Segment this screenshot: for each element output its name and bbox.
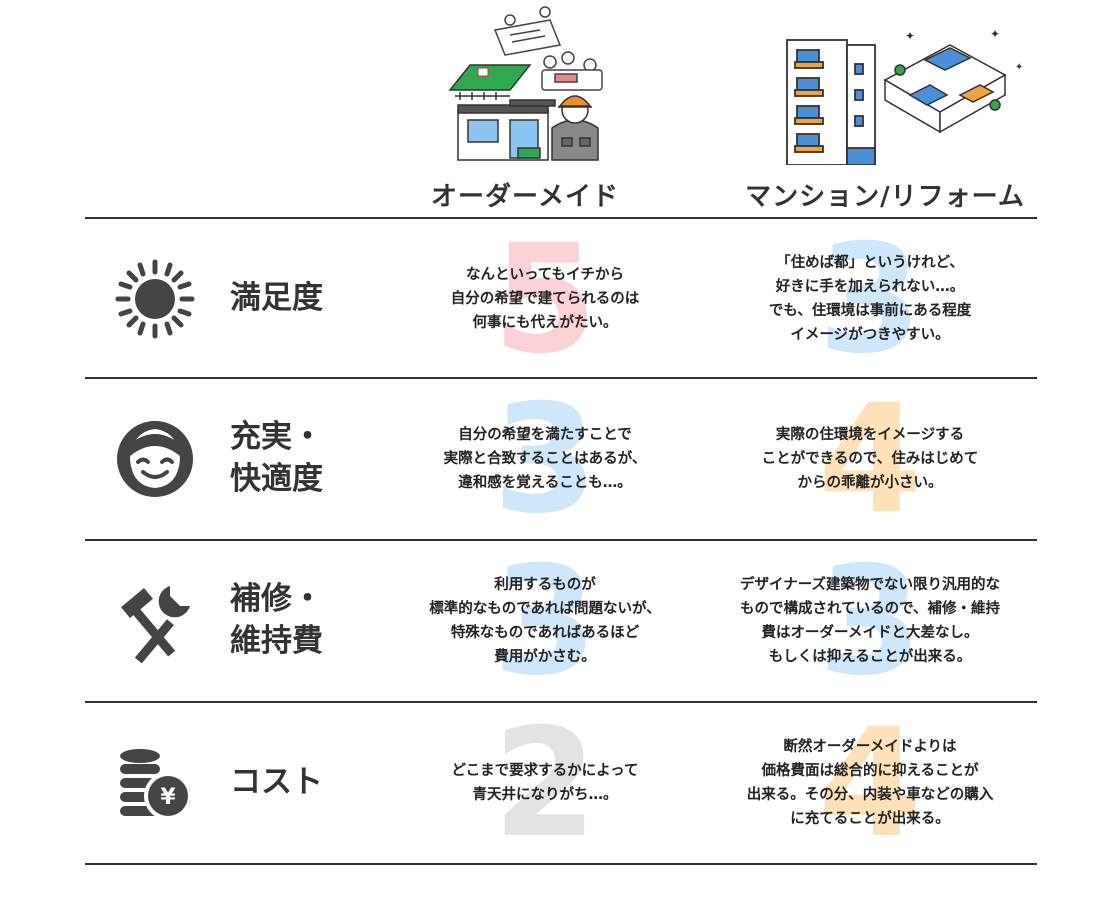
column-title-mansion-reform: マンション/リフォーム xyxy=(745,182,1025,212)
cell-mansion-comfort: 4 実際の住環境をイメージする ことができるので、住みはじめて からの乖離が小さ… xyxy=(735,379,1005,539)
desc-order-made-maintenance: 利用するものが 標準的なものであれば問題ないが、 特殊なものであればあるほど 費… xyxy=(429,577,661,665)
cell-order-made-comfort: 3 自分の希望を満たすことで 実際と合致することはあるが、 違和感を覚えることも… xyxy=(415,379,675,539)
score-mansion-cost: 4 xyxy=(817,697,923,871)
desc-mansion-cost: 断然オーダーメイドよりは 価格費面は総合的に抑えることが 出来る。その分、内装や… xyxy=(746,739,994,827)
svg-text:✦: ✦ xyxy=(1015,62,1023,73)
score-order-made-cost: 2 xyxy=(492,697,598,871)
svg-text:✦: ✦ xyxy=(990,27,1000,41)
score-order-made-satisfaction: 5 xyxy=(492,213,598,387)
desc-mansion-maintenance: デザイナーズ建築物でない限り汎用的な もので構成されているので、補修・維持 費は… xyxy=(740,577,1000,665)
desc-order-made-comfort: 自分の希望を満たすことで 実際と合致することはあるが、 違和感を覚えることも…。 xyxy=(443,427,647,491)
cell-order-made-satisfaction: 5 なんといってもイチから 自分の希望で建てられるのは 何事にも代えがたい。 xyxy=(415,219,675,379)
cell-order-made-cost: 2 どこまで要求するかによって 青天井になりがち…。 xyxy=(415,703,675,863)
row-label-comfort: 充実・ 快適度 xyxy=(230,419,323,497)
cell-mansion-maintenance: 3 デザイナーズ建築物でない限り汎用的な もので構成されているので、補修・維持 … xyxy=(735,541,1005,701)
sun-icon xyxy=(110,254,200,344)
table-divider xyxy=(85,539,1037,541)
column-header-order-made: オーダーメイド xyxy=(400,0,650,212)
row-label-satisfaction: 満足度 xyxy=(230,280,323,317)
row-label-maintenance: 補修・ 維持費 xyxy=(230,581,323,659)
svg-text:✦: ✦ xyxy=(905,29,915,43)
score-mansion-maintenance: 3 xyxy=(817,535,923,709)
table-row-satisfaction: 満足度 5 なんといってもイチから 自分の希望で建てられるのは 何事にも代えがた… xyxy=(85,219,1037,379)
cell-mansion-satisfaction: 3 「住めば都」というけれど、 好きに手を加えられない…。 でも、住環境は事前に… xyxy=(735,219,1005,379)
table-divider xyxy=(85,377,1037,379)
cell-order-made-maintenance: 3 利用するものが 標準的なものであれば問題ないが、 特殊なものであればあるほど… xyxy=(415,541,675,701)
smiley-face-icon xyxy=(110,414,200,504)
score-order-made-maintenance: 3 xyxy=(492,535,598,709)
row-label-cost: コスト xyxy=(230,764,323,801)
custom-house-illustration xyxy=(400,0,650,165)
yen-coins-icon: ¥ xyxy=(110,738,200,828)
table-row-cost: ¥ コスト 2 どこまで要求するかによって 青天井になりがち…。 4 断然オーダ… xyxy=(85,703,1037,863)
column-header-mansion-reform: ✦ ✦ ✦ マンション/リフォーム xyxy=(735,0,1035,212)
cell-mansion-cost: 4 断然オーダーメイドよりは 価格費面は総合的に抑えることが 出来る。その分、内… xyxy=(735,703,1005,863)
mansion-interior-illustration: ✦ ✦ ✦ xyxy=(735,0,1035,166)
desc-mansion-satisfaction: 「住めば都」というけれど、 好きに手を加えられない…。 でも、住環境は事前にある… xyxy=(768,255,972,343)
hammer-wrench-icon xyxy=(110,576,200,666)
table-divider xyxy=(85,701,1037,703)
table-row-comfort: 充実・ 快適度 3 自分の希望を満たすことで 実際と合致することはあるが、 違和… xyxy=(85,379,1037,539)
score-mansion-comfort: 4 xyxy=(817,373,923,547)
svg-text:¥: ¥ xyxy=(160,785,176,810)
table-divider xyxy=(85,217,1037,219)
table-row-maintenance: 補修・ 維持費 3 利用するものが 標準的なものであれば問題ないが、 特殊なもの… xyxy=(85,541,1037,701)
score-mansion-satisfaction: 3 xyxy=(817,213,923,387)
table-divider xyxy=(85,863,1037,865)
desc-order-made-satisfaction: なんといってもイチから 自分の希望で建てられるのは 何事にも代えがたい。 xyxy=(450,267,640,331)
desc-order-made-cost: どこまで要求するかによって 青天井になりがち…。 xyxy=(451,763,639,803)
score-order-made-comfort: 3 xyxy=(492,373,598,547)
desc-mansion-comfort: 実際の住環境をイメージする ことができるので、住みはじめて からの乖離が小さい。 xyxy=(761,427,979,491)
column-title-order-made: オーダーメイド xyxy=(431,182,619,212)
